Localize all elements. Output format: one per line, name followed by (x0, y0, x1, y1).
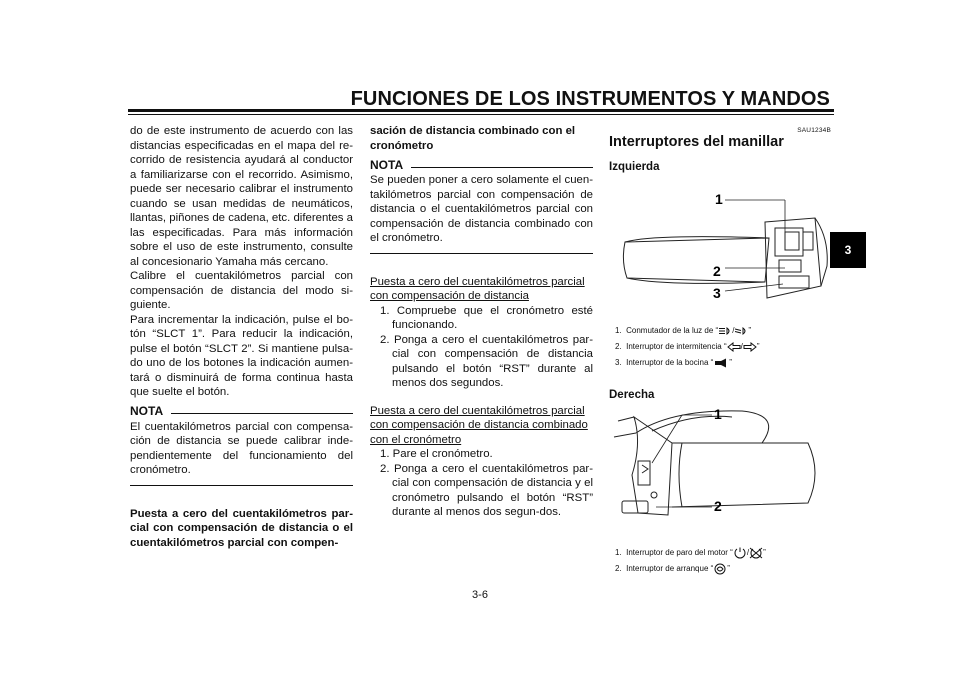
page-header-title: FUNCIONES DE LOS INSTRUMENTOS Y MANDOS (350, 88, 830, 110)
nota-rule (411, 166, 593, 168)
chapter-tab[interactable]: 3 (830, 232, 866, 268)
nota-end-rule (130, 484, 353, 486)
paragraph: do de este instrumento de acuerdo con la… (130, 125, 353, 268)
page-number: 3-6 (472, 589, 488, 601)
section-heading: Puesta a cero del cuentakilómetros par-c… (130, 507, 353, 549)
column-3: SAU1234B Interruptores del manillar Izqu… (609, 124, 831, 174)
fig2-callout-2: 2 (714, 498, 722, 514)
turn-left-icon (726, 342, 741, 352)
section-title: Interruptores del manillar (609, 134, 784, 150)
column-2: sación de distancia combinado con el cro… (370, 124, 593, 520)
caption-item: 2. Interruptor de arranque “ ” (615, 563, 730, 575)
step-item: 1. Compruebe que el cronómetro esté func… (380, 304, 593, 332)
fig2-callout-1: 1 (714, 406, 722, 422)
engine-start-icon (714, 563, 726, 575)
step-item: 2. Ponga a cero el cuentakilómetros par-… (380, 462, 593, 519)
right-switches-label: Derecha (609, 389, 655, 401)
fig1-callout-3: 3 (713, 285, 721, 301)
right-switches-heading: Derecha (609, 378, 831, 403)
left-switches-label: Izquierda (609, 160, 660, 173)
nota-label: NOTA (370, 157, 404, 172)
step-item: 2. Ponga a cero el cuentakilómetros par-… (380, 333, 593, 390)
column-1: do de este instrumento de acuerdo con la… (130, 124, 353, 550)
nota-label: NOTA (130, 404, 164, 419)
right-handlebar-figure: 1 2 (612, 403, 832, 533)
low-beam-icon (735, 326, 746, 336)
left-handlebar-illustration: 1 2 3 (622, 191, 828, 301)
nota-text: Se pueden poner a cero solamente el cuen… (370, 174, 593, 244)
step-item: 1. Pare el cronómetro. (380, 448, 493, 460)
horn-icon (715, 358, 727, 368)
section-code: SAU1234B (797, 127, 831, 134)
header-rule-thin (128, 114, 834, 115)
left-captions: 1. Conmutador de la luz de “ / ” 2. Inte… (615, 323, 835, 371)
high-beam-icon (719, 326, 730, 336)
turn-right-icon (743, 342, 757, 352)
subheading-reset-odometer: Puesta a cero del cuentakilómetros parci… (370, 275, 585, 303)
section-heading-cont: sación de distancia combinado con el cro… (370, 125, 576, 152)
caption-item: 3. Interruptor de la bocina “ ” (615, 358, 732, 368)
paragraph: Calibre el cuentakilómetros parcial con … (130, 270, 353, 311)
nota-rule (171, 413, 353, 414)
engine-stop-icon (749, 547, 763, 559)
nota-heading: NOTA (130, 404, 353, 420)
nota-heading: NOTA (370, 157, 593, 173)
fig1-callout-1: 1 (715, 191, 723, 207)
fig1-callout-2: 2 (713, 263, 721, 279)
nota-text: El cuentakilómetros parcial con compensa… (130, 420, 353, 477)
right-captions: 1. Interruptor de paro del motor “ / ” 2… (615, 545, 835, 577)
left-handlebar-figure: 1 2 3 (615, 186, 835, 306)
caption-item: 2. Interruptor de intermitencia “ / ” (615, 342, 760, 352)
caption-item: 1. Conmutador de la luz de “ / ” (615, 326, 752, 336)
engine-run-icon (734, 547, 746, 559)
right-handlebar-illustration: 1 2 (613, 406, 816, 516)
nota-end-rule (370, 252, 593, 254)
header-rule (128, 109, 834, 112)
paragraph: Para incrementar la indicación, pulse el… (130, 313, 353, 399)
caption-item: 1. Interruptor de paro del motor “ / ” (615, 547, 766, 559)
subheading-reset-combined: Puesta a cero del cuentakilómetros parci… (370, 404, 588, 446)
